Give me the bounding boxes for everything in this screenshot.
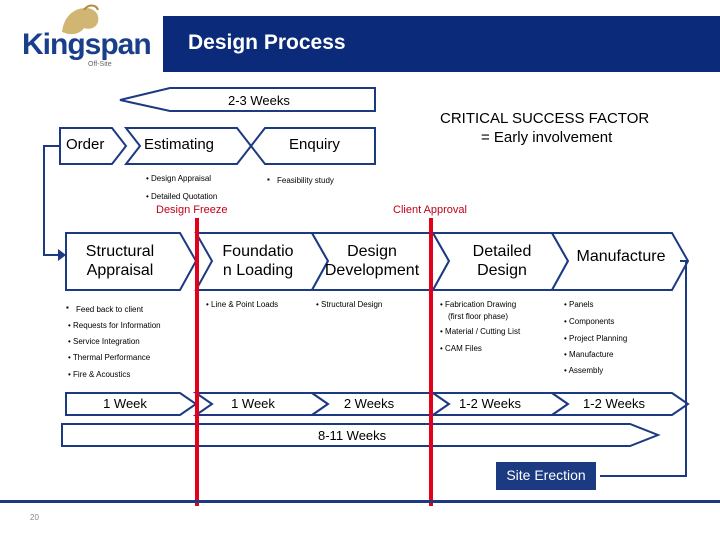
design-freeze-label: Design Freeze (156, 204, 228, 216)
detailed-item: • CAM Files (440, 344, 482, 353)
stage-label-detailed-design: Detailed Design (452, 242, 552, 280)
stage-label-line: Development (324, 262, 420, 279)
total-duration-label: 8-11 Weeks (318, 428, 387, 443)
stage-duration: 1 Week (103, 396, 147, 411)
stage-label-line: Appraisal (86, 262, 154, 279)
stage-chevron-5 (550, 232, 690, 291)
stage-chevron-1 (65, 232, 198, 291)
structural-item: Feed back to client (76, 305, 144, 314)
enquiry-chevron (249, 127, 376, 165)
client-approval-label: Client Approval (393, 204, 467, 216)
duration-chevron-1 (65, 392, 198, 416)
enquiry-item: Feasibility study (277, 176, 334, 185)
manufacture-item: • Manufacture (564, 350, 614, 359)
manufacture-item: • Assembly (564, 366, 604, 375)
success-factor-line1: CRITICAL SUCCESS FACTOR (440, 110, 650, 127)
stage-label-manufacture: Manufacture (568, 247, 674, 266)
estimating-chevron (123, 127, 253, 165)
manufacture-item: • Project Planning (564, 334, 628, 343)
lion-emblem-icon (62, 4, 99, 35)
duration-arrow-top (119, 87, 376, 112)
logo-subtitle: Off-Site (88, 61, 112, 68)
success-factor-line2: = Early involvement (481, 129, 613, 146)
client-approval-marker (429, 218, 433, 506)
stage-label-design-development: Design Development (322, 242, 422, 280)
footer-divider (0, 500, 720, 503)
stage-duration: 1 Week (231, 396, 275, 411)
manufacture-item: • Components (564, 317, 615, 326)
stage-duration: 1-2 Weeks (459, 396, 521, 411)
structural-bullet-icon: ▪ (66, 303, 69, 312)
enquiry-label: Enquiry (289, 136, 340, 153)
duration-chevron-5 (548, 392, 690, 416)
title-bar (163, 16, 720, 72)
stage-label-line: Design (477, 262, 527, 279)
site-erection-box (496, 462, 596, 490)
enquiry-bullet-icon: ▪ (267, 175, 270, 184)
logo-wordmark: Kingspan (22, 28, 152, 61)
manufacture-item: • Panels (564, 300, 594, 309)
stage-label-structural: Structural Appraisal (70, 242, 170, 280)
structural-item: • Service Integration (68, 337, 140, 346)
flow-arrowhead-left (58, 249, 66, 261)
structural-item: • Requests for Information (68, 321, 161, 330)
stage-label-line: Manufacture (576, 248, 666, 265)
estimating-item: • Design Appraisal (146, 174, 212, 183)
stage-label-foundation: Foundatio n Loading (208, 242, 308, 280)
estimating-label: Estimating (144, 136, 215, 153)
order-label: Order (66, 136, 105, 153)
stage-label-line: Foundatio (222, 243, 294, 260)
estimating-item: • Detailed Quotation (146, 192, 218, 201)
detailed-item: (first floor phase) (448, 312, 509, 321)
page-number: 20 (30, 513, 39, 522)
stage-duration: 2 Weeks (343, 396, 395, 411)
stage-label-line: Design (347, 243, 397, 260)
flow-line-right (600, 260, 687, 477)
kingspan-logo: Kingspan Off-Site (0, 0, 163, 76)
total-duration-arrow (61, 423, 661, 447)
top-duration-label: 2-3 Weeks (228, 93, 290, 108)
foundation-item: • Line & Point Loads (206, 300, 279, 309)
structural-item: • Fire & Acoustics (68, 370, 131, 379)
stage-label-line: n Loading (222, 262, 294, 279)
stage-duration: 1-2 Weeks (583, 396, 645, 411)
detailed-item: • Fabrication Drawing (440, 300, 517, 309)
stage-label-line: Structural (85, 243, 155, 260)
stage-label-line: Detailed (472, 243, 532, 260)
structural-item: • Thermal Performance (68, 353, 151, 362)
design-dev-item: • Structural Design (316, 300, 383, 309)
order-chevron (59, 127, 128, 165)
flow-line-left (43, 145, 60, 256)
page-title: Design Process (188, 31, 346, 54)
design-freeze-marker (195, 218, 199, 506)
site-erection-label: Site Erection (506, 467, 586, 483)
detailed-item: • Material / Cutting List (440, 327, 521, 336)
